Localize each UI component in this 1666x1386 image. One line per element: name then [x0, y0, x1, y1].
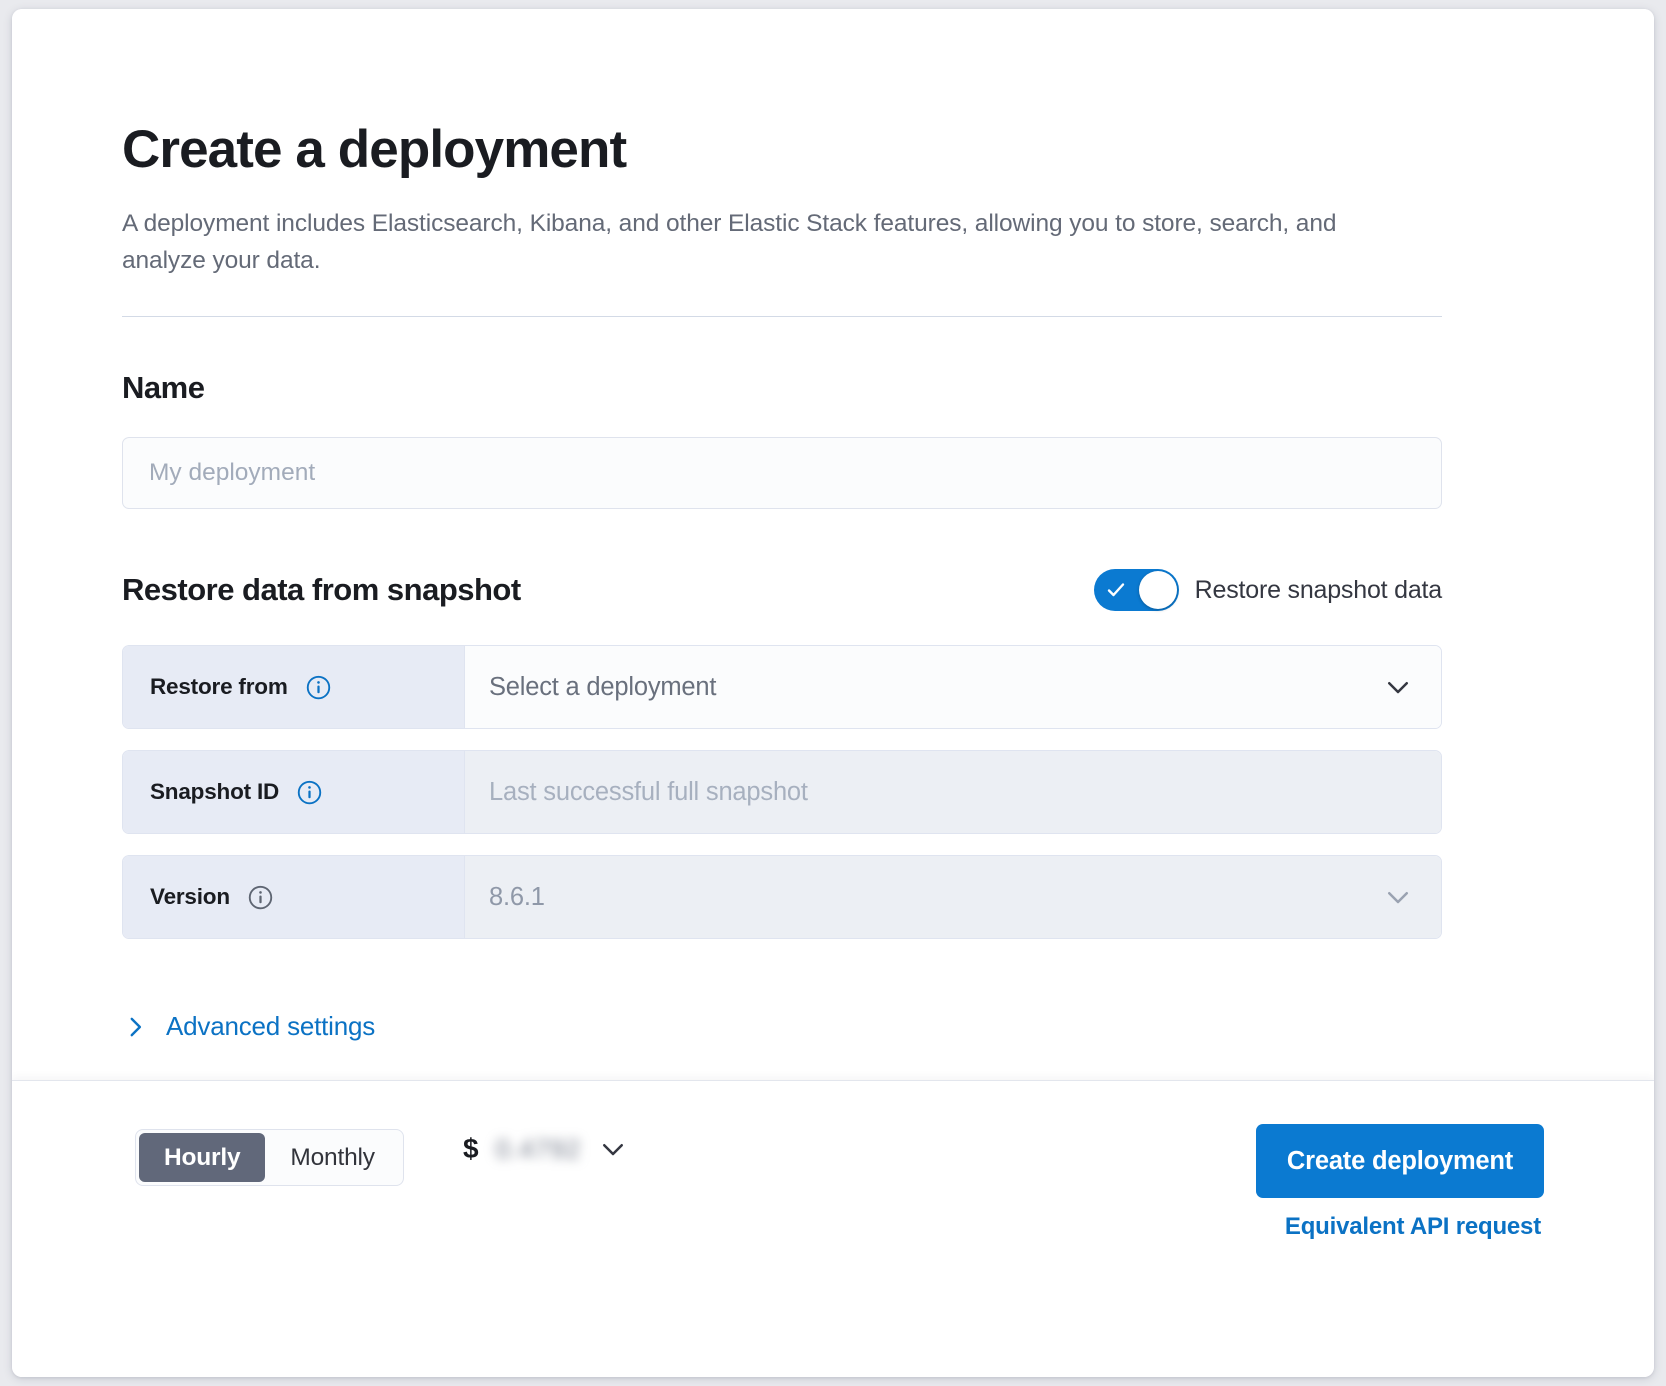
row-label-restore-from: Restore from — [123, 646, 465, 729]
toggle-knob — [1138, 571, 1177, 610]
chevron-down-icon[interactable] — [598, 1134, 628, 1164]
row-field-restore-from[interactable]: Select a deployment — [465, 646, 1441, 729]
billing-option-hourly[interactable]: Hourly — [139, 1133, 266, 1182]
info-icon[interactable] — [248, 885, 273, 910]
form-row-snapshot-id: Snapshot ID Last successful full snapsho… — [122, 750, 1442, 835]
create-deployment-button[interactable]: Create deployment — [1256, 1124, 1544, 1198]
chevron-down-icon — [1388, 892, 1408, 904]
check-icon — [1107, 583, 1124, 597]
restore-section-title: Restore data from snapshot — [122, 572, 521, 608]
deployment-name-input[interactable] — [122, 437, 1442, 510]
chevron-right-icon — [130, 1017, 142, 1036]
restore-snapshot-toggle-label: Restore snapshot data — [1194, 575, 1443, 604]
name-section-title: Name — [122, 370, 205, 406]
row-field-snapshot-id: Last successful full snapshot — [465, 751, 1441, 834]
equivalent-api-request-link[interactable]: Equivalent API request — [1284, 1213, 1541, 1240]
form-row-version: Version 8.6.1 — [122, 855, 1442, 940]
restore-snapshot-toggle-group[interactable]: Restore snapshot data — [1093, 569, 1443, 612]
page-title: Create a deployment — [122, 120, 627, 179]
price-summary[interactable]: $ 0.4792 — [463, 1133, 628, 1165]
restore-snapshot-toggle[interactable] — [1093, 569, 1179, 612]
row-label-text: Snapshot ID — [150, 779, 280, 805]
row-label-snapshot-id: Snapshot ID — [123, 751, 465, 834]
row-value-version: 8.6.1 — [489, 882, 545, 911]
billing-option-monthly[interactable]: Monthly — [265, 1133, 399, 1182]
restore-section-header: Restore data from snapshot Restore snaps… — [122, 569, 1443, 612]
panel-content: Create a deployment A deployment include… — [122, 9, 1452, 1045]
row-field-version: 8.6.1 — [465, 856, 1441, 939]
row-value-snapshot-id: Last successful full snapshot — [489, 777, 808, 806]
footer-inner: Hourly Monthly $ 0.4792 Create deploymen… — [122, 1081, 1544, 1377]
row-label-text: Version — [150, 884, 230, 910]
restore-form-rows: Restore from Select a deployment — [122, 645, 1452, 940]
create-deployment-panel: Create a deployment A deployment include… — [12, 9, 1654, 1377]
row-label-text: Restore from — [150, 674, 288, 700]
advanced-settings-label: Advanced settings — [166, 1011, 376, 1042]
form-row-restore-from[interactable]: Restore from Select a deployment — [122, 645, 1442, 730]
header-divider — [122, 316, 1442, 318]
page-description: A deployment includes Elasticsearch, Kib… — [122, 209, 1337, 275]
price-amount-redacted: 0.4792 — [495, 1133, 582, 1164]
price-currency-symbol: $ — [463, 1133, 479, 1164]
footer-action-bar: Hourly Monthly $ 0.4792 Create deploymen… — [12, 1080, 1654, 1377]
advanced-settings-toggle[interactable]: Advanced settings — [122, 1011, 375, 1042]
billing-period-toggle[interactable]: Hourly Monthly — [135, 1129, 404, 1186]
chevron-down-icon[interactable] — [1383, 672, 1413, 702]
panel-scroll-body: Create a deployment A deployment include… — [12, 9, 1654, 1080]
info-icon[interactable] — [306, 675, 331, 700]
row-label-version: Version — [123, 856, 465, 939]
row-value-restore-from: Select a deployment — [489, 672, 717, 701]
info-icon[interactable] — [297, 780, 322, 805]
